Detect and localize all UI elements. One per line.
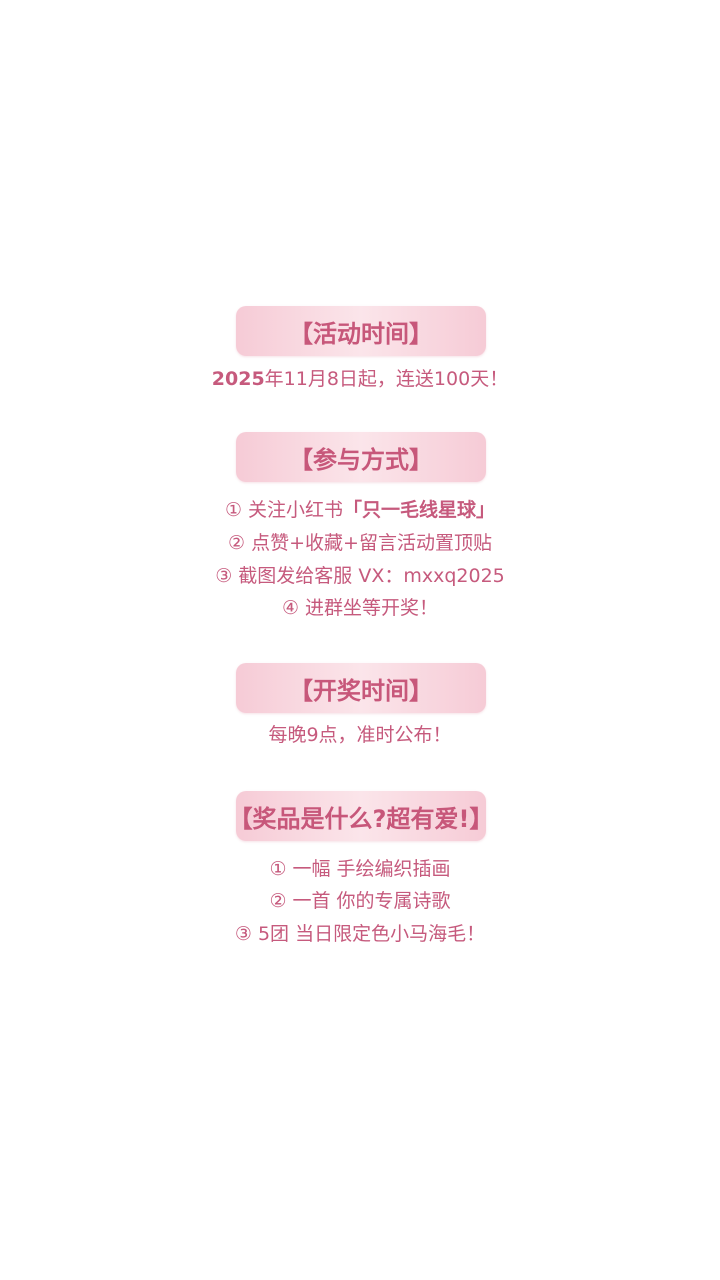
draw-time-line: 每晚9点，准时公布！ [0, 722, 720, 748]
participation-step-2: ② 点赞+收藏+留言活动置顶贴 [0, 530, 720, 556]
step-2-text: ② 点赞+收藏+留言活动置顶贴 [228, 532, 492, 554]
step-4-text: ④ 进群坐等开奖！ [281, 597, 439, 619]
prize-3-text: ③ 5团 当日限定色小马海毛！ [234, 923, 486, 945]
step-3-text: ③ 截图发给客服 VX：mxxq2025 [215, 565, 505, 587]
participation-step-4: ④ 进群坐等开奖！ [0, 595, 720, 621]
prize-item-2: ② 一首 你的专属诗歌 [0, 888, 720, 914]
participation-step-1: ① 关注小红书「只一毛线星球」 [0, 497, 720, 523]
prizes-header-label: 【奖品是什么?超有爱!】 [228, 804, 494, 833]
prize-1-text: ① 一幅 手绘编织插画 [269, 858, 451, 880]
activity-time-header: 【活动时间】 [236, 306, 486, 356]
prize-2-text: ② 一首 你的专属诗歌 [269, 890, 451, 912]
participation-header: 【参与方式】 [236, 432, 486, 482]
prize-item-1: ① 一幅 手绘编织插画 [0, 856, 720, 882]
draw-time-text: 每晚9点，准时公布！ [268, 724, 452, 746]
step-1-text: ① 关注小红书 [224, 499, 344, 521]
prizes-header: 【奖品是什么?超有爱!】 [229, 791, 493, 841]
participation-step-3: ③ 截图发给客服 VX：mxxq2025 [0, 563, 720, 589]
activity-date-text: 年11月8日起，连送100天！ [264, 368, 509, 390]
draw-time-header: 【开奖时间】 [236, 663, 486, 713]
prize-item-3: ③ 5团 当日限定色小马海毛！ [0, 921, 720, 947]
activity-year: 2025 [211, 368, 265, 390]
draw-time-header-label: 【开奖时间】 [289, 676, 433, 705]
activity-time-header-label: 【活动时间】 [289, 319, 433, 348]
participation-header-label: 【参与方式】 [289, 445, 433, 474]
activity-time-line: 2025年11月8日起，连送100天！ [0, 366, 720, 392]
xiaohongshu-account-name: 「只一毛线星球」 [343, 499, 496, 521]
